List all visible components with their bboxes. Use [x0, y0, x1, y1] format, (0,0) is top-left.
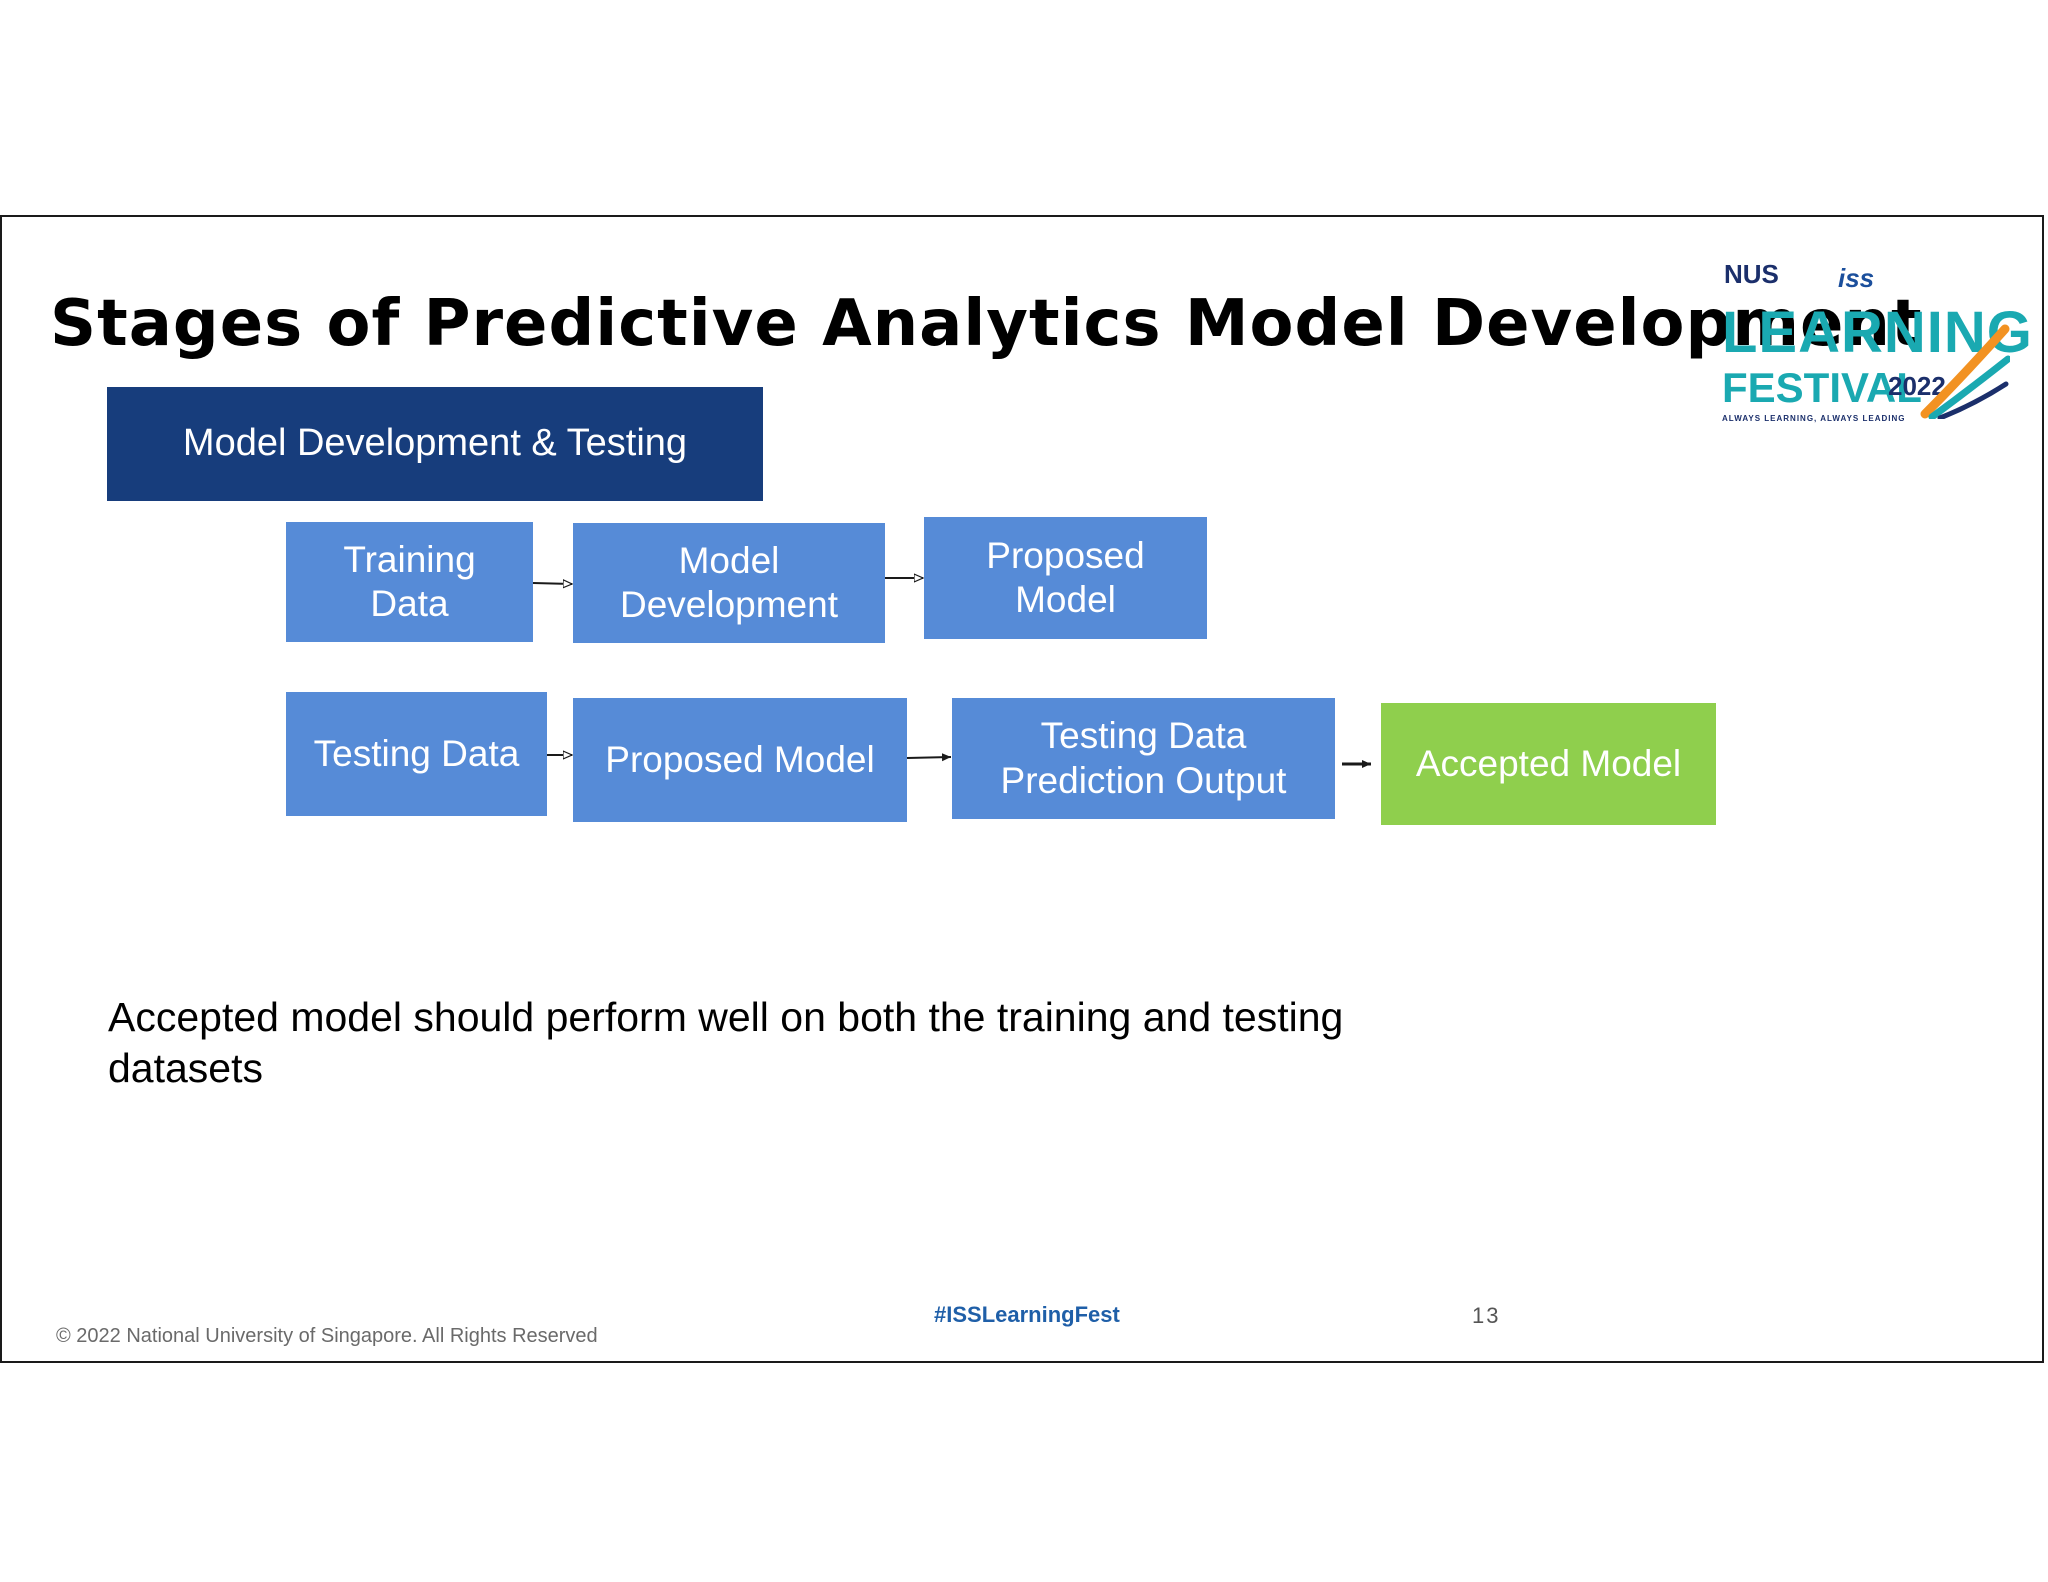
page-number: 13 [1472, 1303, 1501, 1328]
flow-step-testing-data: Testing Data [286, 692, 547, 816]
logo-year-text: 2022 [1888, 371, 1946, 401]
learning-festival-logo: NUS iss LEARNING FESTIVAL 2022 ALWAYS LE… [1720, 259, 2032, 429]
model-development-testing-header: Model Development & Testing [107, 387, 763, 501]
nus-logo-text: NUS [1724, 259, 1779, 289]
flow-step-prediction-output: Testing Data Prediction Output [952, 698, 1335, 819]
logo-swoosh-icon [1920, 324, 2010, 419]
copyright-text: © 2022 National University of Singapore.… [56, 1325, 598, 1347]
iss-logo-text: iss [1838, 263, 1875, 293]
flow-step-proposed-model-2: Proposed Model [573, 698, 907, 822]
arrow-proposed-to-output [906, 753, 952, 762]
logo-tagline: ALWAYS LEARNING, ALWAYS LEADING [1722, 414, 1906, 423]
hashtag-text: #ISSLearningFest [934, 1302, 1120, 1327]
logo-festival-text: FESTIVAL [1722, 364, 1922, 411]
flow-step-model-development: Model Development [573, 523, 885, 643]
flow-step-training-data: Training Data [286, 522, 533, 642]
flow-step-accepted-model: Accepted Model [1381, 703, 1716, 825]
slide: Stages of Predictive Analytics Model Dev… [0, 215, 2044, 1363]
accepted-model-note: Accepted model should perform well on bo… [108, 994, 1344, 1092]
arrow-training-to-development [532, 583, 572, 584]
slide-title: Stages of Predictive Analytics Model Dev… [50, 287, 1923, 361]
flow-step-proposed-model: Proposed Model [924, 517, 1207, 639]
